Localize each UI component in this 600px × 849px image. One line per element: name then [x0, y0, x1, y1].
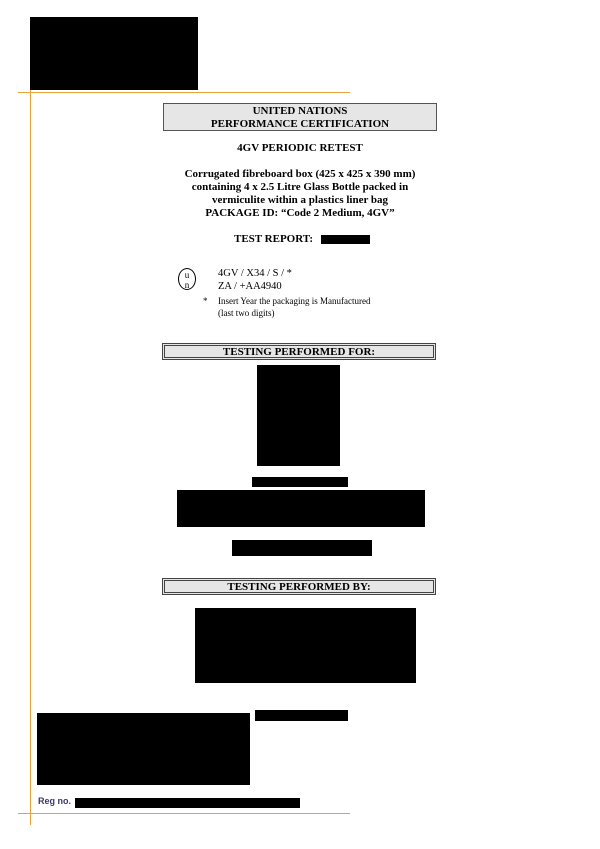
description-line-4: PACKAGE ID: “Code 2 Medium, 4GV” — [205, 207, 395, 219]
header-line-1: UNITED NATIONS — [252, 105, 348, 117]
redacted-client-contact — [232, 540, 372, 556]
redacted-footer-address — [37, 713, 250, 785]
reg-number-label: Reg no. — [38, 796, 71, 806]
test-report-label: TEST REPORT: — [234, 233, 313, 245]
package-description: Corrugated fibreboard box (425 x 425 x 3… — [150, 168, 450, 220]
header-line-2: PERFORMANCE CERTIFICATION — [210, 118, 390, 130]
left-accent-line — [30, 30, 31, 825]
description-line-2: containing 4 x 2.5 Litre Glass Bottle pa… — [191, 181, 409, 193]
redacted-reg-number — [75, 798, 300, 808]
redacted-logo — [30, 17, 198, 90]
footnote-line-2: (last two digits) — [218, 308, 275, 318]
redacted-client-address — [177, 490, 425, 527]
redacted-client-name — [252, 477, 348, 487]
redacted-lab-details — [195, 608, 416, 683]
un-symbol-icon: u n — [178, 268, 196, 290]
redacted-footer-signature — [255, 710, 348, 721]
bottom-accent-line — [18, 813, 350, 814]
certification-header: UNITED NATIONS PERFORMANCE CERTIFICATION — [163, 103, 437, 131]
redacted-client-logo — [257, 365, 340, 466]
section-header-performed-for: TESTING PERFORMED FOR: — [162, 343, 436, 360]
footnote-star: * — [203, 296, 208, 306]
un-mark-line-1: 4GV / X34 / S / * — [218, 268, 292, 279]
footnote-line-1: Insert Year the packaging is Manufacture… — [218, 296, 371, 306]
description-line-1: Corrugated fibreboard box (425 x 425 x 3… — [184, 168, 416, 180]
un-symbol-bottom: n — [184, 280, 190, 290]
description-line-3: vermiculite within a plastics liner bag — [211, 194, 389, 206]
un-symbol-top: u — [184, 270, 190, 280]
un-mark-line-2: ZA / +AA4940 — [218, 281, 282, 292]
page-title: 4GV PERIODIC RETEST — [237, 142, 363, 154]
section-header-performed-by: TESTING PERFORMED BY: — [162, 578, 436, 595]
top-accent-line — [18, 92, 350, 93]
redacted-report-number — [321, 235, 370, 244]
